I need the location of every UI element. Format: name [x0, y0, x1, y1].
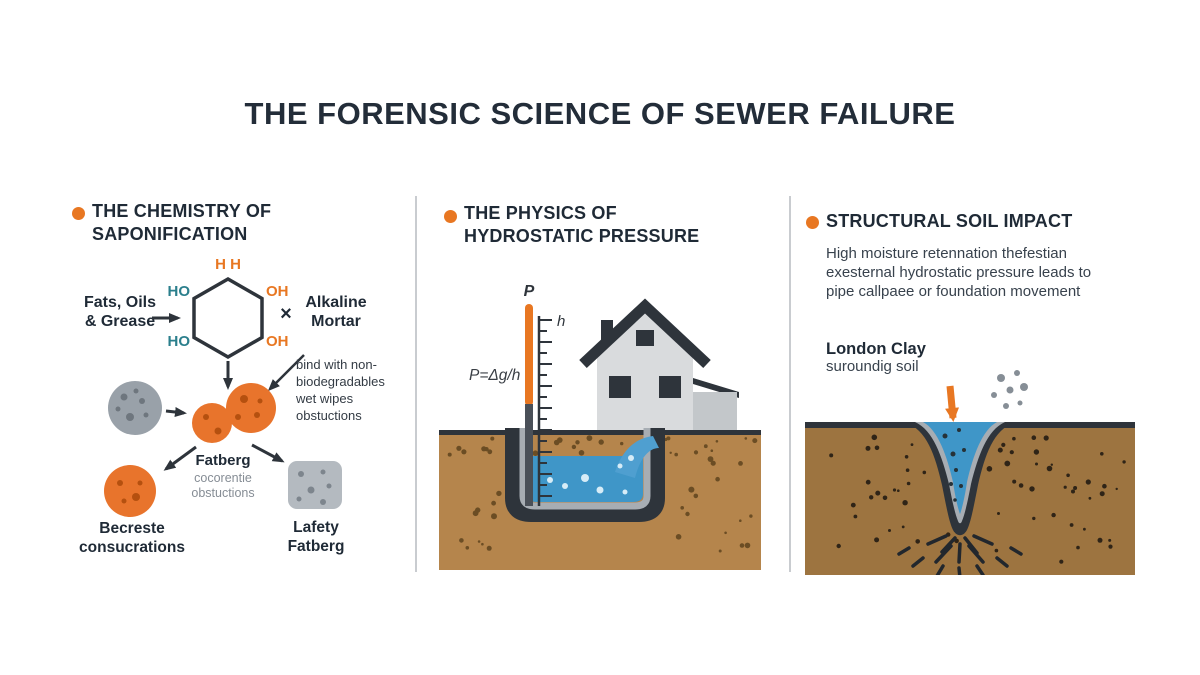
- funnel-water: [923, 422, 997, 514]
- panel-divider-right: [789, 196, 791, 572]
- physics-bullet-dot: [444, 210, 457, 223]
- chemistry-heading-line2: SAPONIFICATION: [92, 224, 248, 244]
- fats-label-line2: & Grease: [85, 313, 155, 330]
- soil-description: High moisture retennation thefestian exe…: [826, 244, 1091, 301]
- london-clay-label: London Clay: [826, 340, 926, 358]
- lafety-label-line2: Fatberg: [288, 538, 345, 555]
- gable-window: [636, 330, 654, 346]
- times-symbol: ×: [280, 303, 292, 325]
- grey-debris-blob: [108, 381, 162, 435]
- chemistry-illustration: H H HO OH HO OH Fats, Oils & Grease × Al…: [79, 256, 385, 556]
- depth-ruler: [537, 316, 552, 506]
- pressure-formula: P=Δg/h: [469, 367, 520, 384]
- ring-label-oh-top: OH: [266, 283, 289, 300]
- pit-outer-wall: [505, 428, 665, 522]
- chemistry-heading: THE CHEMISTRY OF SAPONIFICATION: [92, 200, 271, 246]
- ring-label-oh-bottom: OH: [266, 333, 289, 350]
- chemistry-heading-line1: THE CHEMISTRY OF: [92, 201, 272, 221]
- collapse-cracks: [897, 534, 1023, 575]
- funnel-water-speckles: [942, 428, 966, 502]
- soil-description-line1: High moisture retennation thefestian: [826, 245, 1067, 262]
- fatberg-split-left-arrow: [163, 445, 197, 471]
- debris-particles: [991, 370, 1028, 409]
- ring-label-top: H H: [215, 256, 241, 273]
- tube-orange-column: [525, 304, 533, 406]
- soil-description-line3: pipe callpaee or foundation movement: [826, 283, 1081, 300]
- benzene-ring: [192, 276, 264, 360]
- water-bubbles: [547, 455, 634, 495]
- water-stream: [615, 436, 659, 478]
- sinkhole-funnel: [905, 422, 1015, 536]
- window-right: [659, 376, 681, 398]
- physics-heading-line1: THE PHYSICS OF: [464, 203, 617, 223]
- physics-heading: THE PHYSICS OF HYDROSTATIC PRESSURE: [464, 202, 699, 248]
- london-clay-sub-label: suroundig soil: [826, 358, 919, 375]
- lafety-label-line1: Lafety: [293, 519, 339, 536]
- bind-note-line4: obstuctions: [296, 408, 362, 423]
- chemistry-bullet-dot: [72, 207, 85, 220]
- page-title: THE FORENSIC SCIENCE OF SEWER FAILURE: [244, 96, 956, 131]
- inspection-pit: [505, 428, 665, 522]
- fatberg-sub-line2: obstuctions: [191, 486, 254, 500]
- soil-speckles-right: [675, 476, 753, 553]
- tube-lower-section: [525, 404, 533, 506]
- bind-note-line1: bind with non-: [296, 357, 377, 372]
- pit-inner-lining: [519, 428, 651, 510]
- alkaline-label-line2: Mortar: [311, 313, 361, 330]
- bind-note-line2: biodegradables: [296, 374, 385, 389]
- soil-heading: STRUCTURAL SOIL IMPACT: [826, 211, 1073, 231]
- soil-speckles-left: [459, 490, 502, 551]
- house-roof: [579, 298, 711, 369]
- ring-label-ho-bottom: HO: [168, 333, 191, 350]
- manometer-tube: [525, 304, 533, 506]
- fats-label-line1: Fats, Oils: [84, 294, 156, 311]
- fatberg-blobs: [192, 383, 276, 443]
- fatberg-split-right-arrow: [251, 443, 285, 463]
- becreste-label-line2: consucrations: [79, 539, 185, 556]
- clay-speckles-lower: [836, 495, 1113, 564]
- panel-divider-left: [415, 196, 417, 572]
- fatberg-sub-line1: cocorentie: [194, 471, 252, 485]
- physics-illustration: P h P=Δg/h: [439, 283, 761, 570]
- annex: [693, 392, 737, 432]
- soil-description-line2: exesternal hydrostatic pressure leads to: [826, 264, 1092, 281]
- ring-label-ho-top: HO: [168, 283, 191, 300]
- becreste-blob: [104, 465, 156, 517]
- height-label: h: [557, 313, 565, 330]
- debris-to-fatberg-arrow: [165, 407, 187, 417]
- ingress-arrow: [945, 385, 960, 422]
- alkaline-diagonal-arrow: [267, 354, 305, 392]
- alkaline-label-line1: Alkaline: [305, 294, 366, 311]
- window-left: [609, 376, 631, 398]
- pressure-label: P: [524, 283, 535, 300]
- soil-bullet-dot: [806, 216, 819, 229]
- lafety-concretion: [288, 461, 342, 509]
- house: [579, 298, 739, 432]
- fatberg-label: Fatberg: [195, 452, 250, 469]
- becreste-label-line1: Becreste: [99, 520, 165, 537]
- physics-heading-line2: HYDROSTATIC PRESSURE: [464, 226, 700, 246]
- soil-illustration: [805, 370, 1135, 575]
- bind-note-line3: wet wipes: [295, 391, 354, 406]
- ground-surface-line: [439, 430, 761, 435]
